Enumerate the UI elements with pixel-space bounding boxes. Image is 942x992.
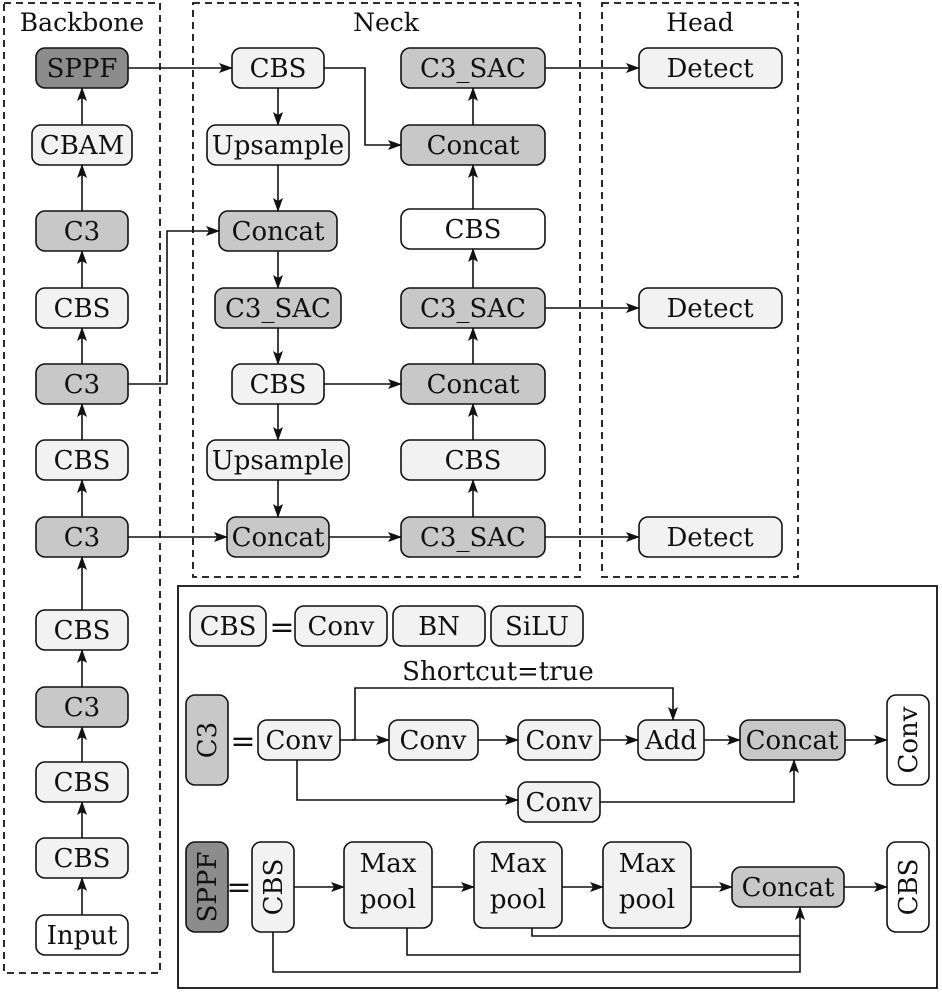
legend-c3-conv-b-label: Conv bbox=[526, 726, 593, 756]
legend-sppf-concat-label: Concat bbox=[742, 873, 835, 903]
legend-shortcut-label: Shortcut=true bbox=[402, 657, 594, 687]
backbone-cbs-1-label: CBS bbox=[54, 768, 111, 798]
legend-c3-conv-bypass-label: Conv bbox=[526, 788, 593, 818]
neck-upsample-1-label: Upsample bbox=[212, 131, 344, 161]
backbone-c3-1-label: C3 bbox=[64, 693, 100, 723]
backbone-cbs-0-label: CBS bbox=[54, 844, 111, 874]
legend-c3-label: C3 bbox=[193, 722, 223, 758]
legend-c3-conv-in-label: Conv bbox=[266, 726, 333, 756]
legend-cbs-silu-box bbox=[490, 605, 584, 647]
backbone-c3-4-label: C3 bbox=[64, 217, 100, 247]
backbone-frame bbox=[3, 2, 161, 974]
neck-c3sac-bottom-label: C3_SAC bbox=[420, 523, 526, 553]
legend-cbs-bn-box bbox=[392, 605, 486, 647]
legend-cbs-equals: = bbox=[269, 610, 294, 645]
neck-concat-2-label: Concat bbox=[232, 523, 325, 553]
neck-connections bbox=[128, 63, 640, 542]
neck-title: Neck bbox=[353, 8, 420, 37]
legend-cbs-conv-box bbox=[294, 605, 388, 647]
backbone-c3-2-label: C3 bbox=[64, 523, 100, 553]
neck-concat-mid-label: Concat bbox=[427, 370, 520, 400]
neck-cbs-top-label: CBS bbox=[250, 54, 307, 84]
legend-sppf-pool-1-line2: pool bbox=[360, 885, 416, 915]
head-title: Head bbox=[666, 8, 734, 37]
neck-cbs-right-bottom-label: CBS bbox=[445, 446, 502, 476]
legend-sppf-connections bbox=[272, 882, 888, 973]
backbone-title: Backbone bbox=[20, 8, 144, 37]
legend-c3-conv-a-label: Conv bbox=[400, 726, 467, 756]
neck-c3sac-top-label: C3_SAC bbox=[420, 54, 526, 84]
legend-c3-conv-out-label: Conv bbox=[894, 706, 924, 773]
legend-cbs-silu-label: SiLU bbox=[505, 612, 569, 642]
backbone-cbs-4-label: CBS bbox=[54, 294, 111, 324]
legend-sppf-pool-2-line1: Max bbox=[490, 849, 547, 879]
backbone-sppf-label: SPPF bbox=[47, 54, 118, 84]
neck-cbs-mid-label: CBS bbox=[250, 370, 307, 400]
head-detect-1-label: Detect bbox=[666, 54, 754, 84]
legend-sppf-pool-3-line2: pool bbox=[619, 885, 675, 915]
legend-cbs-label: CBS bbox=[200, 612, 257, 642]
legend-c3-equals: = bbox=[230, 724, 255, 759]
neck-concat-top-label: Concat bbox=[427, 131, 520, 161]
legend-sppf-pool-2-line2: pool bbox=[490, 885, 546, 915]
legend-c3-add-label: Add bbox=[644, 726, 697, 756]
neck-concat-1-label: Concat bbox=[232, 217, 325, 247]
legend-cbs-conv-label: Conv bbox=[308, 612, 375, 642]
legend-c3-concat-label: Concat bbox=[746, 726, 839, 756]
legend-sppf-pool-1-line1: Max bbox=[360, 849, 417, 879]
neck-c3sac-mid-label: C3_SAC bbox=[420, 294, 526, 324]
head-frame bbox=[601, 2, 799, 578]
neck-upsample-2-label: Upsample bbox=[212, 446, 344, 476]
head-detect-2-label: Detect bbox=[666, 294, 754, 324]
legend-sppf-box bbox=[185, 841, 229, 933]
legend-sppf-equals: = bbox=[226, 870, 251, 905]
legend-sppf-pool-3-line1: Max bbox=[619, 849, 676, 879]
legend-c3-box bbox=[185, 694, 229, 786]
backbone-cbs-3-label: CBS bbox=[54, 446, 111, 476]
legend-cbs-box bbox=[189, 605, 267, 647]
legend-sppf-label: SPPF bbox=[193, 852, 223, 923]
backbone-input-label: Input bbox=[47, 921, 118, 951]
legend-frame bbox=[177, 585, 938, 989]
neck-frame bbox=[192, 2, 581, 578]
legend-sppf-cbs-out-label: CBS bbox=[894, 859, 924, 916]
neck-c3sac-left-label: C3_SAC bbox=[225, 294, 331, 324]
neck-cbs-right-top-label: CBS bbox=[445, 215, 502, 245]
backbone-cbs-2-label: CBS bbox=[54, 616, 111, 646]
legend-sppf-cbs-in-label: CBS bbox=[259, 859, 289, 916]
legend-c3-connections bbox=[296, 687, 888, 805]
legend-cbs-bn-label: BN bbox=[418, 612, 460, 642]
backbone-cbam-label: CBAM bbox=[40, 131, 124, 161]
head-detect-3-label: Detect bbox=[666, 523, 754, 553]
backbone-c3-3-label: C3 bbox=[64, 370, 100, 400]
